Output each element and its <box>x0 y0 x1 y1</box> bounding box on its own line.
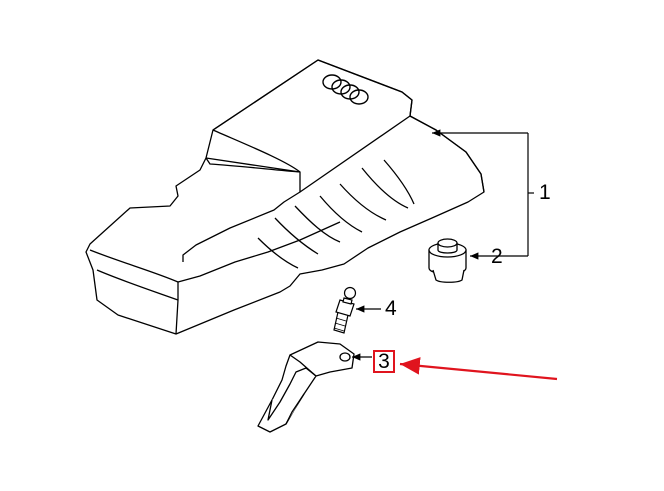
leader-lines <box>352 129 534 361</box>
engine-cover-rib-1 <box>257 237 299 269</box>
engine-cover-rib-5 <box>339 183 387 221</box>
engine-cover-lower-edge <box>89 221 341 283</box>
engine-cover <box>85 59 485 335</box>
callout-3-highlighted[interactable]: 3 <box>373 350 395 373</box>
engine-cover-rib-7 <box>383 159 415 205</box>
engine-cover-plateau-front <box>205 157 301 173</box>
engine-cover-side-step <box>96 269 179 301</box>
engine-cover-top-plateau <box>205 59 413 193</box>
callout-4: 4 <box>385 297 397 320</box>
four-rings-logo-icon <box>322 74 369 105</box>
engine-cover-right-face <box>182 191 301 262</box>
callout-1: 1 <box>539 181 551 204</box>
grommet <box>428 238 467 283</box>
engine-cover-rib-6 <box>361 167 409 209</box>
engine-cover-outline <box>85 59 485 335</box>
ball-stud <box>333 286 357 334</box>
engine-cover-right-edge <box>409 115 485 193</box>
bracket <box>257 341 355 433</box>
engine-cover-rib-2 <box>274 217 319 255</box>
engine-cover-plateau-edge <box>212 129 301 173</box>
engine-cover-rib-4 <box>319 195 363 233</box>
highlight-arrow <box>399 357 558 381</box>
engine-cover-rib-3 <box>294 205 341 243</box>
callout-2: 2 <box>491 245 503 268</box>
